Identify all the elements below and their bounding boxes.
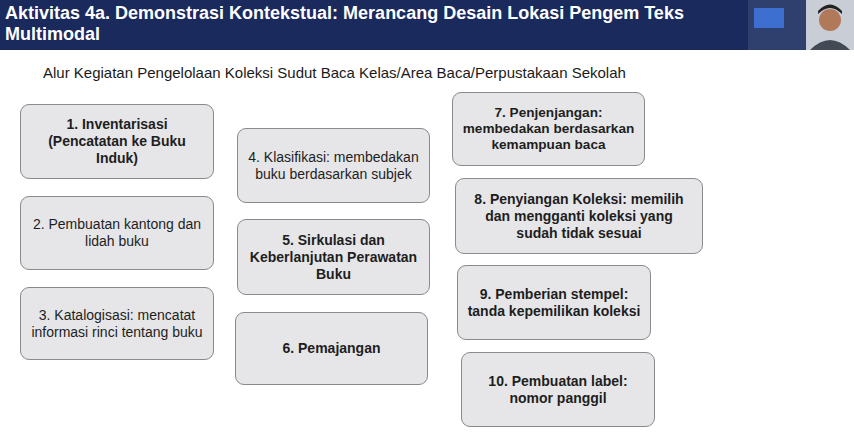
step-text: 6. Pemajangan (282, 340, 380, 357)
step-text: 7. Penjenjangan: membedakan berdasarkan … (461, 105, 636, 154)
webcam-thumbnail (748, 0, 854, 50)
step-text: 9. Pemberian stempel: tanda kepemilikan … (466, 286, 642, 320)
step-text: 2. Pembuatan kantong dan lidah buku (29, 216, 205, 250)
step-text: 3. Katalogisasi: mencatat informasi rinc… (29, 307, 205, 341)
step-text: 8. Penyiangan Koleksi: memilih dan mengg… (464, 191, 694, 242)
process-box: 10. Pembuatan label: nomor panggil (461, 352, 655, 427)
process-box: 1. Inventarisasi (Pencatatan ke Buku Ind… (20, 104, 214, 179)
process-box: 3. Katalogisasi: mencatat informasi rinc… (20, 287, 214, 360)
process-box: 4. Klasifikasi: membedakan buku berdasar… (237, 128, 430, 203)
process-box: 9. Pemberian stempel: tanda kepemilikan … (457, 265, 651, 340)
subtitle-text: Alur Kegiatan Pengelolaan Koleksi Sudut … (43, 64, 626, 82)
process-box: 2. Pembuatan kantong dan lidah buku (20, 196, 214, 270)
step-text: 1. Inventarisasi (Pencatatan ke Buku Ind… (29, 116, 205, 167)
process-box: 8. Penyiangan Koleksi: memilih dan mengg… (455, 178, 703, 254)
step-text: 4. Klasifikasi: membedakan buku berdasar… (246, 149, 421, 183)
process-box: 6. Pemajangan (235, 312, 428, 385)
slide-title: Aktivitas 4a. Demonstrasi Kontekstual: M… (5, 3, 743, 45)
process-box: 5. Sirkulasi dan Keberlanjutan Perawatan… (237, 219, 430, 295)
step-text: 10. Pembuatan label: nomor panggil (470, 373, 646, 407)
step-text: 5. Sirkulasi dan Keberlanjutan Perawatan… (246, 232, 421, 283)
process-box: 7. Penjenjangan: membedakan berdasarkan … (452, 92, 645, 166)
